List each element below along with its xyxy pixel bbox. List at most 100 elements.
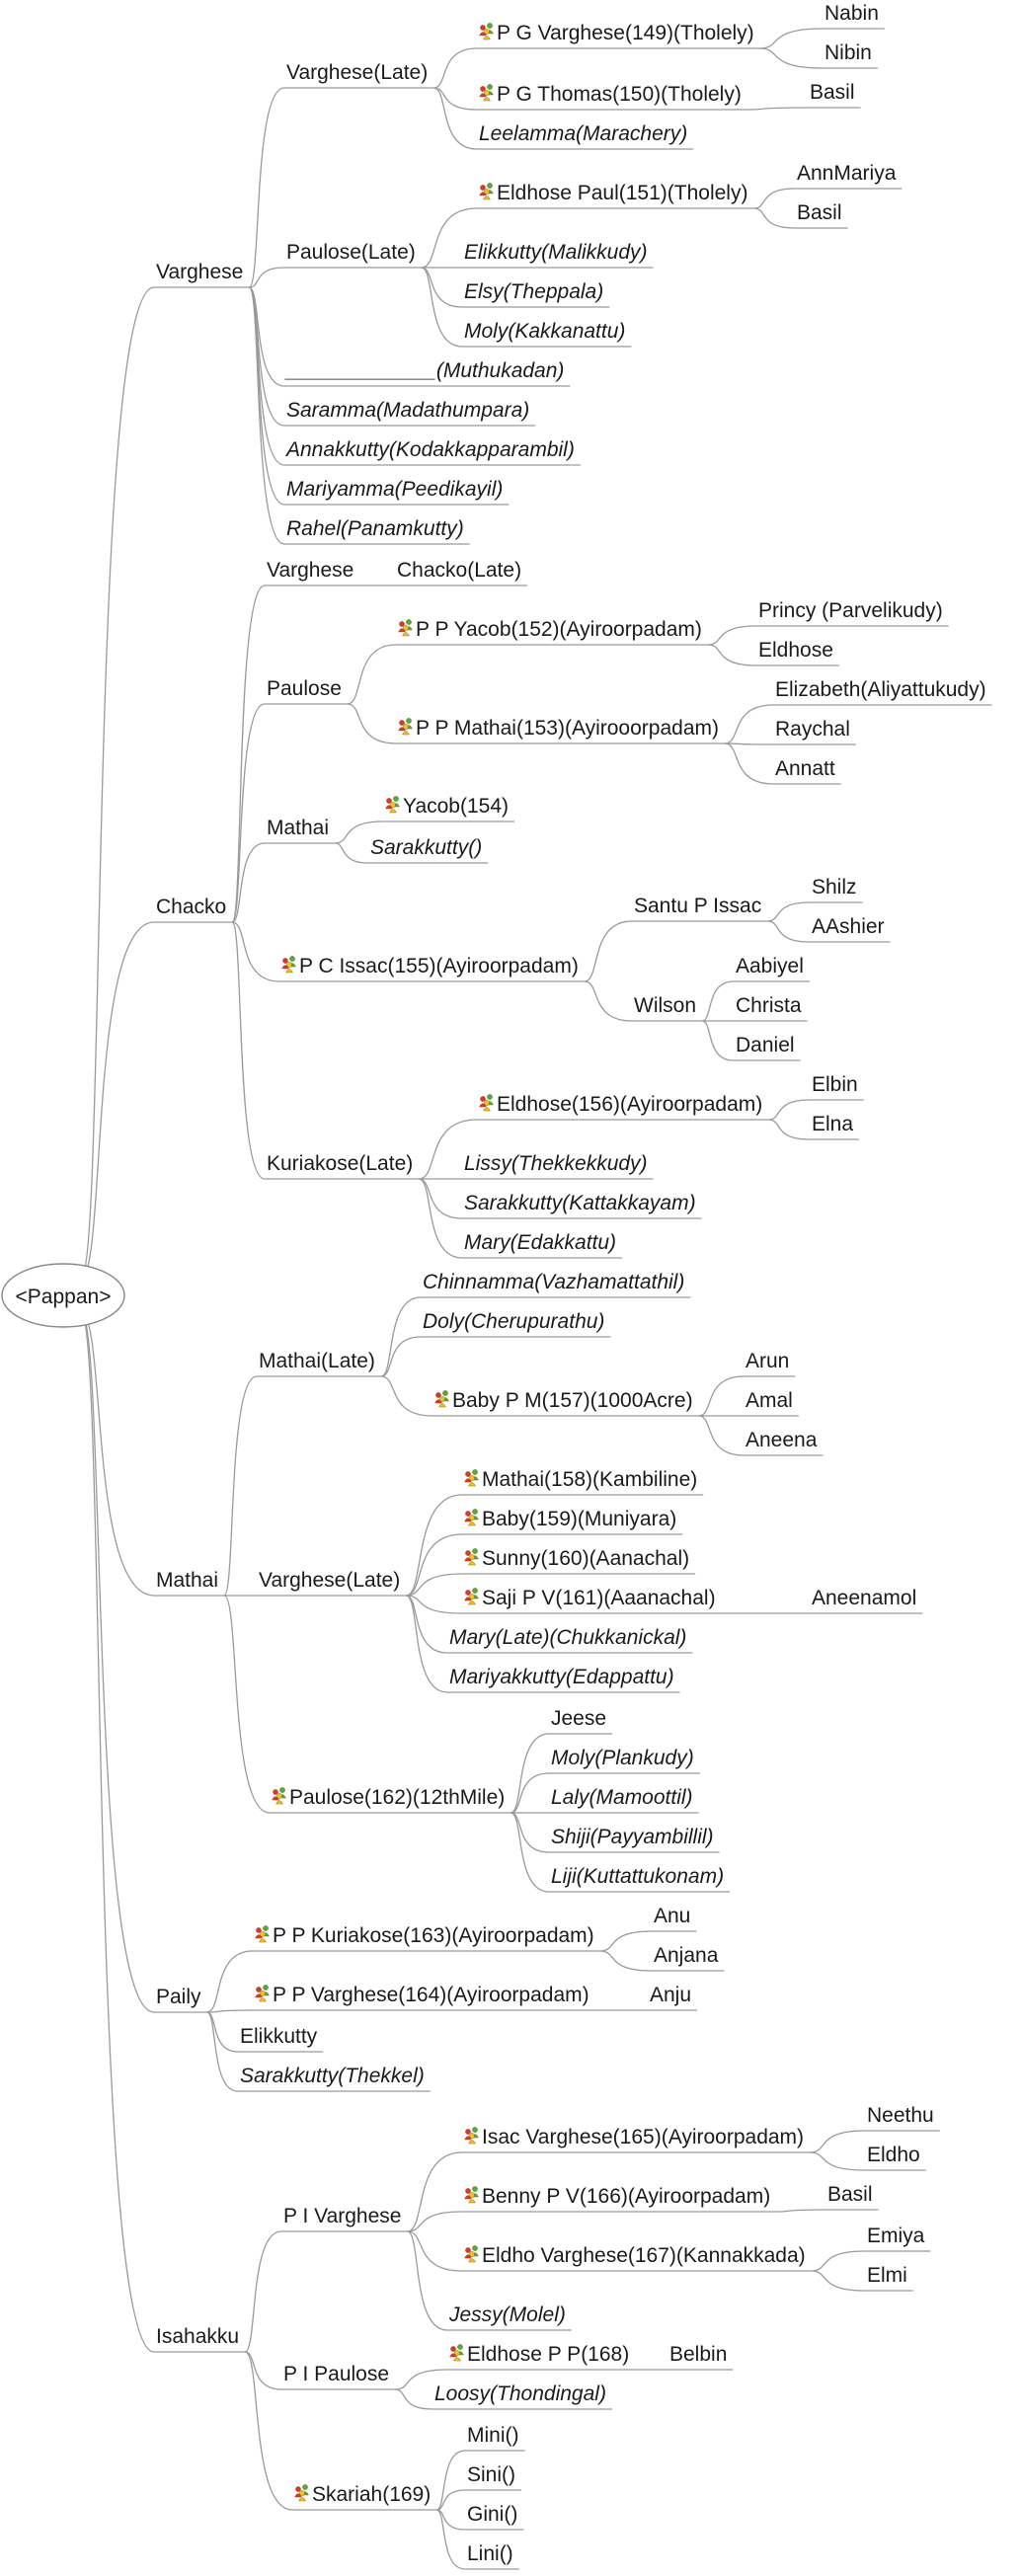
tree-node-paulose[interactable]: Paulose bbox=[265, 677, 348, 705]
tree-node-isac-varghese-165-ayiroorpadam[interactable]: Isac Varghese(165)(Ayiroorpadam) bbox=[462, 2126, 811, 2153]
tree-node-lini[interactable]: Lini() bbox=[465, 2542, 519, 2570]
tree-node-elbin[interactable]: Elbin bbox=[810, 1073, 864, 1101]
tree-node-p-g-thomas-150-tholely[interactable]: P G Thomas(150)(Tholely) bbox=[477, 83, 747, 111]
tree-node-aneena[interactable]: Aneena bbox=[744, 1429, 824, 1456]
tree-node-raychal[interactable]: Raychal bbox=[773, 718, 856, 745]
tree-node-eldhose-p-p-168[interactable]: Eldhose P P(168) bbox=[447, 2343, 636, 2371]
tree-node-mary-late-chukkanickal[interactable]: Mary(Late)(Chukkanickal) bbox=[447, 1626, 693, 1654]
tree-node-daniel[interactable]: Daniel bbox=[734, 1034, 801, 1061]
tree-node-annakkutty-kodakkapparambil[interactable]: Annakkutty(Kodakkapparambil) bbox=[284, 438, 581, 466]
tree-node-sini[interactable]: Sini() bbox=[465, 2463, 522, 2491]
tree-node-lissy-thekkekkudy[interactable]: Lissy(Thekkekkudy) bbox=[462, 1152, 654, 1180]
tree-node-jeese[interactable]: Jeese bbox=[549, 1707, 613, 1735]
tree-node-sunny-160-aanachal[interactable]: Sunny(160)(Aanachal) bbox=[462, 1547, 696, 1575]
tree-node-saramma-madathumpara[interactable]: Saramma(Madathumpara) bbox=[284, 399, 536, 427]
tree-node-anju[interactable]: Anju bbox=[648, 1984, 698, 2011]
tree-node-p-p-varghese-164-ayiroorpadam[interactable]: P P Varghese(164)(Ayiroorpadam) bbox=[253, 1984, 595, 2011]
tree-node-mary-edakkattu[interactable]: Mary(Edakkattu) bbox=[462, 1231, 623, 1259]
tree-node-varghese-late[interactable]: Varghese(Late) bbox=[257, 1569, 407, 1597]
tree-node-mariyamma-peedikayil[interactable]: Mariyamma(Peedikayil) bbox=[284, 478, 510, 506]
tree-node-sarakkutty-kattakkayam[interactable]: Sarakkutty(Kattakkayam) bbox=[462, 1192, 702, 1219]
tree-node-laly-mamoottil[interactable]: Laly(Mamoottil) bbox=[549, 1786, 699, 1814]
tree-node-eldhose[interactable]: Eldhose bbox=[756, 639, 839, 666]
tree-node-mathai-158-kambiline[interactable]: Mathai(158)(Kambiline) bbox=[462, 1468, 704, 1496]
tree-node-p-i-varghese[interactable]: P I Varghese bbox=[281, 2205, 408, 2232]
tree-node-yacob-154[interactable]: Yacob(154) bbox=[383, 795, 515, 822]
tree-node-doly-cherupurathu[interactable]: Doly(Cherupurathu) bbox=[421, 1310, 611, 1338]
tree-node-arun[interactable]: Arun bbox=[744, 1350, 796, 1377]
tree-node-basil[interactable]: Basil bbox=[808, 81, 861, 109]
tree-node-annatt[interactable]: Annatt bbox=[773, 757, 841, 785]
tree-node-shilz[interactable]: Shilz bbox=[810, 876, 863, 903]
tree-node-saji-p-v-161-aaanachal[interactable]: Saji P V(161)(Aaanachal) bbox=[462, 1587, 722, 1614]
tree-node-skariah-169[interactable]: Skariah(169) bbox=[292, 2483, 437, 2511]
tree-node-santu-p-issac[interactable]: Santu P Issac bbox=[632, 895, 768, 922]
tree-node-isahakku[interactable]: Isahakku bbox=[154, 2325, 246, 2353]
tree-node-chacko-late[interactable]: Chacko(Late) bbox=[395, 559, 528, 586]
tree-node-baby-159-muniyara[interactable]: Baby(159)(Muniyara) bbox=[462, 1508, 683, 1535]
tree-node-benny-p-v-166-ayiroorpadam[interactable]: Benny P V(166)(Ayiroorpadam) bbox=[462, 2185, 777, 2213]
tree-node-mathai-late[interactable]: Mathai(Late) bbox=[257, 1350, 381, 1377]
tree-node-paily[interactable]: Paily bbox=[154, 1986, 207, 2013]
tree-node-baby-p-m-157-1000acre[interactable]: Baby P M(157)(1000Acre) bbox=[432, 1389, 699, 1417]
tree-node-p-c-issac-155-ayiroorpadam[interactable]: P C Issac(155)(Ayiroorpadam) bbox=[279, 955, 585, 982]
tree-node-rahel-panamkutty[interactable]: Rahel(Panamkutty) bbox=[284, 517, 470, 545]
tree-node-basil[interactable]: Basil bbox=[795, 201, 848, 229]
tree-node-moly-kakkanattu[interactable]: Moly(Kakkanattu) bbox=[462, 320, 632, 348]
tree-node-paulose-162-12thmile[interactable]: Paulose(162)(12thMile) bbox=[270, 1786, 511, 1814]
root-node[interactable]: <Pappan> bbox=[1, 1263, 125, 1328]
tree-node-chinnamma-vazhamattathil[interactable]: Chinnamma(Vazhamattathil) bbox=[421, 1271, 691, 1298]
tree-node-aabiyel[interactable]: Aabiyel bbox=[734, 955, 810, 982]
tree-node-belbin[interactable]: Belbin bbox=[668, 2343, 734, 2371]
tree-node-sarakkutty[interactable]: Sarakkutty() bbox=[368, 836, 489, 864]
tree-node-elmi[interactable]: Elmi bbox=[865, 2264, 913, 2292]
tree-node-elsy-theppala[interactable]: Elsy(Theppala) bbox=[462, 280, 610, 308]
tree-node-aashier[interactable]: AAshier bbox=[810, 915, 891, 943]
tree-node-anjana[interactable]: Anjana bbox=[652, 1944, 725, 1972]
tree-node-shiji-payyambillil[interactable]: Shiji(Payyambillil) bbox=[549, 1826, 720, 1853]
tree-node-loosy-thondingal[interactable]: Loosy(Thondingal) bbox=[432, 2382, 612, 2410]
tree-node-p-p-yacob-152-ayiroorpadam[interactable]: P P Yacob(152)(Ayiroorpadam) bbox=[396, 618, 708, 646]
tree-node-jessy-molel[interactable]: Jessy(Molel) bbox=[447, 2303, 572, 2331]
tree-node-amal[interactable]: Amal bbox=[744, 1389, 799, 1417]
tree-node-mini[interactable]: Mini() bbox=[465, 2424, 525, 2452]
tree-node-anu[interactable]: Anu bbox=[652, 1905, 697, 1932]
tree-node-nibin[interactable]: Nibin bbox=[823, 41, 878, 69]
tree-node-liji-kuttattukonam[interactable]: Liji(Kuttattukonam) bbox=[549, 1865, 731, 1893]
tree-node-elikkutty[interactable]: Elikkutty bbox=[238, 2025, 324, 2053]
tree-node-emiya[interactable]: Emiya bbox=[865, 2225, 931, 2252]
tree-node-p-p-kuriakose-163-ayiroorpadam[interactable]: P P Kuriakose(163)(Ayiroorpadam) bbox=[253, 1924, 600, 1952]
tree-node-kuriakose-late[interactable]: Kuriakose(Late) bbox=[265, 1152, 420, 1180]
tree-node-mathai[interactable]: Mathai bbox=[154, 1569, 225, 1597]
tree-node-p-g-varghese-149-tholely[interactable]: P G Varghese(149)(Tholely) bbox=[477, 22, 760, 49]
tree-node-paulose-late[interactable]: Paulose(Late) bbox=[284, 241, 422, 269]
tree-node-wilson[interactable]: Wilson bbox=[632, 994, 703, 1022]
tree-node-christa[interactable]: Christa bbox=[734, 994, 808, 1022]
tree-node-mathai[interactable]: Mathai bbox=[265, 817, 336, 844]
tree-node-p-p-mathai-153-ayirooorpadam[interactable]: P P Mathai(153)(Ayirooorpadam) bbox=[396, 717, 725, 744]
tree-node-aneenamol[interactable]: Aneenamol bbox=[810, 1587, 923, 1614]
tree-node-mariyakkutty-edappattu[interactable]: Mariyakkutty(Edappattu) bbox=[447, 1666, 680, 1693]
tree-node-sarakkutty-thekkel[interactable]: Sarakkutty(Thekkel) bbox=[238, 2065, 431, 2092]
tree-node-basil[interactable]: Basil bbox=[825, 2183, 879, 2211]
tree-node-gini[interactable]: Gini() bbox=[465, 2503, 524, 2531]
tree-node-nabin[interactable]: Nabin bbox=[823, 2, 885, 30]
tree-node-varghese-late[interactable]: Varghese(Late) bbox=[284, 61, 434, 89]
tree-node-eldhose-paul-151-tholely[interactable]: Eldhose Paul(151)(Tholely) bbox=[477, 182, 754, 209]
tree-node-varghese[interactable]: Varghese bbox=[265, 559, 360, 586]
tree-node-annmariya[interactable]: AnnMariya bbox=[795, 162, 903, 190]
tree-node-p-i-paulose[interactable]: P I Paulose bbox=[281, 2363, 396, 2390]
tree-node-princy-parvelikudy[interactable]: Princy (Parvelikudy) bbox=[756, 599, 949, 627]
tree-node-eldho-varghese-167-kannakkada[interactable]: Eldho Varghese(167)(Kannakkada) bbox=[462, 2244, 812, 2272]
tree-node-eldho[interactable]: Eldho bbox=[865, 2144, 926, 2171]
tree-node-elizabeth-aliyattukudy[interactable]: Elizabeth(Aliyattukudy) bbox=[773, 678, 992, 706]
tree-node-elna[interactable]: Elna bbox=[810, 1113, 860, 1140]
tree-node-elikkutty-malikkudy[interactable]: Elikkutty(Malikkudy) bbox=[462, 241, 654, 269]
tree-node-eldhose-156-ayiroorpadam[interactable]: Eldhose(156)(Ayiroorpadam) bbox=[477, 1093, 769, 1121]
tree-node-moly-plankudy[interactable]: Moly(Plankudy) bbox=[549, 1747, 700, 1774]
tree-node-varghese[interactable]: Varghese bbox=[154, 261, 250, 288]
tree-node-chacko[interactable]: Chacko bbox=[154, 896, 233, 923]
tree-node-muthukadan[interactable]: _____________(Muthukadan) bbox=[284, 359, 571, 387]
tree-node-leelamma-marachery[interactable]: Leelamma(Marachery) bbox=[477, 122, 694, 150]
tree-node-neethu[interactable]: Neethu bbox=[865, 2104, 940, 2132]
